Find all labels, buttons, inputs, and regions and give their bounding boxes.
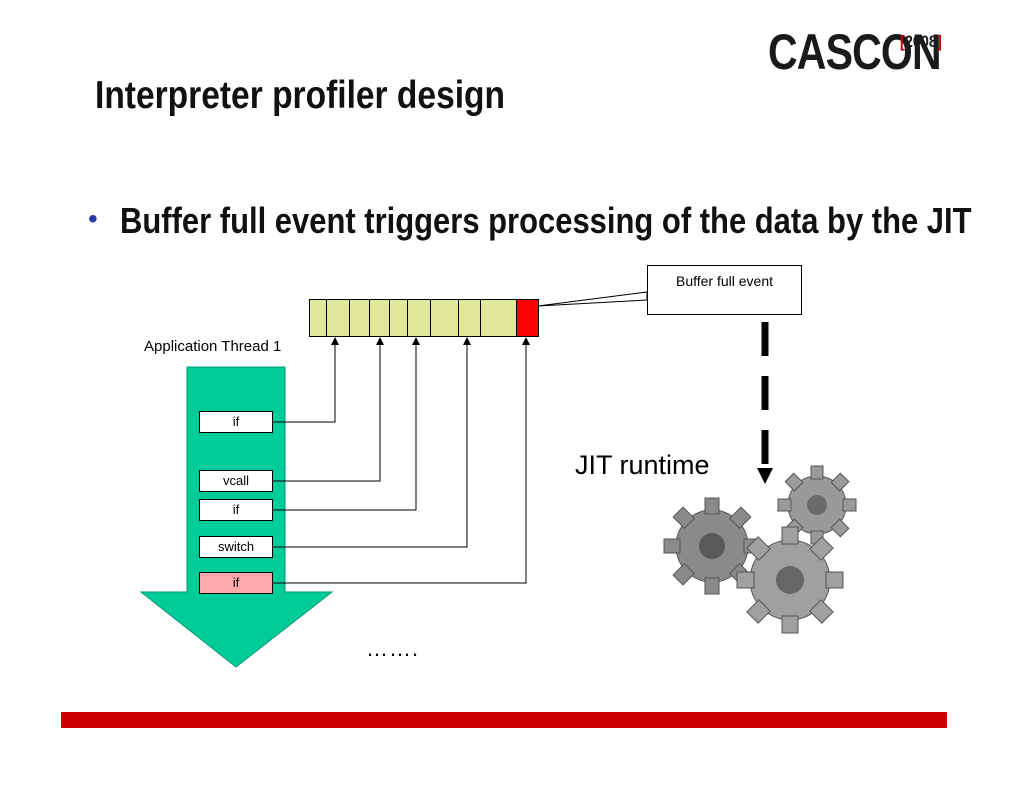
slide-title: Interpreter profiler design bbox=[95, 74, 506, 117]
jit-runtime-label: JIT runtime bbox=[575, 450, 710, 480]
profile-buffer bbox=[309, 299, 539, 337]
buffer-full-callout: Buffer full event bbox=[647, 265, 802, 315]
buffer-cell bbox=[327, 300, 350, 336]
bytecode-box: switch bbox=[199, 536, 273, 558]
buffer-cell bbox=[310, 300, 327, 336]
buffer-cell bbox=[370, 300, 390, 336]
bytecode-box: if bbox=[199, 411, 273, 433]
dashed-arrow-icon bbox=[757, 322, 773, 484]
logo-year-badge: [2008] bbox=[900, 32, 942, 51]
buffer-cell bbox=[431, 300, 459, 336]
gears-icon bbox=[663, 465, 857, 634]
bytecode-box-highlighted: if bbox=[199, 572, 273, 594]
buffer-cell-full bbox=[517, 300, 538, 336]
buffer-cell bbox=[408, 300, 431, 336]
buffer-cell bbox=[481, 300, 517, 336]
bytecode-box: vcall bbox=[199, 470, 273, 492]
buffer-cell bbox=[459, 300, 481, 336]
buffer-cell bbox=[390, 300, 408, 336]
buffer-cell bbox=[350, 300, 370, 336]
footer-bar bbox=[61, 712, 947, 728]
bytecode-connectors bbox=[273, 337, 530, 584]
thread-label: Application Thread 1 bbox=[144, 338, 282, 355]
continuation-ellipsis: ……. bbox=[366, 636, 420, 661]
bytecode-box: if bbox=[199, 499, 273, 521]
cascon-logo: CASCON [2008] bbox=[768, 22, 949, 82]
callout-pointer bbox=[537, 291, 648, 307]
logo-year: 2008 bbox=[904, 32, 937, 51]
bullet-text: Buffer full event triggers processing of… bbox=[120, 200, 972, 241]
bullet-marker: • bbox=[88, 203, 98, 234]
